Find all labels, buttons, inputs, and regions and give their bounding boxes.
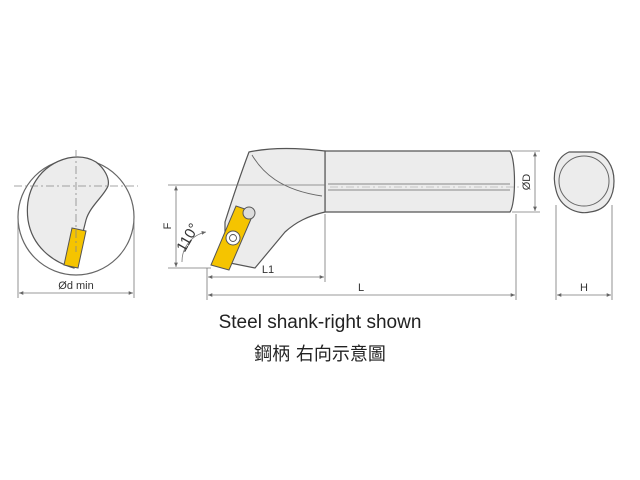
bar-side-view: F 110° L1 L ØD bbox=[162, 147, 540, 300]
insert-screw bbox=[225, 230, 241, 246]
insert-end-view bbox=[63, 227, 87, 269]
H-label: H bbox=[580, 282, 588, 294]
caption-english: Steel shank-right shown bbox=[218, 312, 422, 333]
tool-drawing: Ød min F 110° L1 L bbox=[14, 147, 615, 300]
head-transition-curve bbox=[251, 154, 323, 197]
caption-chinese: 鋼柄 右向示意圖 bbox=[254, 344, 386, 365]
bore-end-view: Ød min bbox=[14, 150, 138, 298]
angle-label: 110° bbox=[173, 221, 203, 255]
L-label: L bbox=[358, 282, 364, 294]
d-min-label: Ød min bbox=[58, 280, 93, 292]
shank-body bbox=[324, 150, 516, 213]
F-label: F bbox=[162, 222, 174, 229]
insert-screw-head bbox=[229, 234, 237, 242]
bent-head bbox=[224, 147, 326, 269]
bar-cross-section bbox=[26, 156, 109, 269]
angle-arc bbox=[181, 230, 207, 263]
L1-label: L1 bbox=[262, 264, 274, 276]
D-label: ØD bbox=[521, 174, 533, 191]
clamp-pin bbox=[242, 206, 256, 220]
shank-end-view: H bbox=[553, 151, 615, 300]
shank-end-outline bbox=[553, 151, 615, 214]
shank-end-inner bbox=[558, 155, 610, 207]
